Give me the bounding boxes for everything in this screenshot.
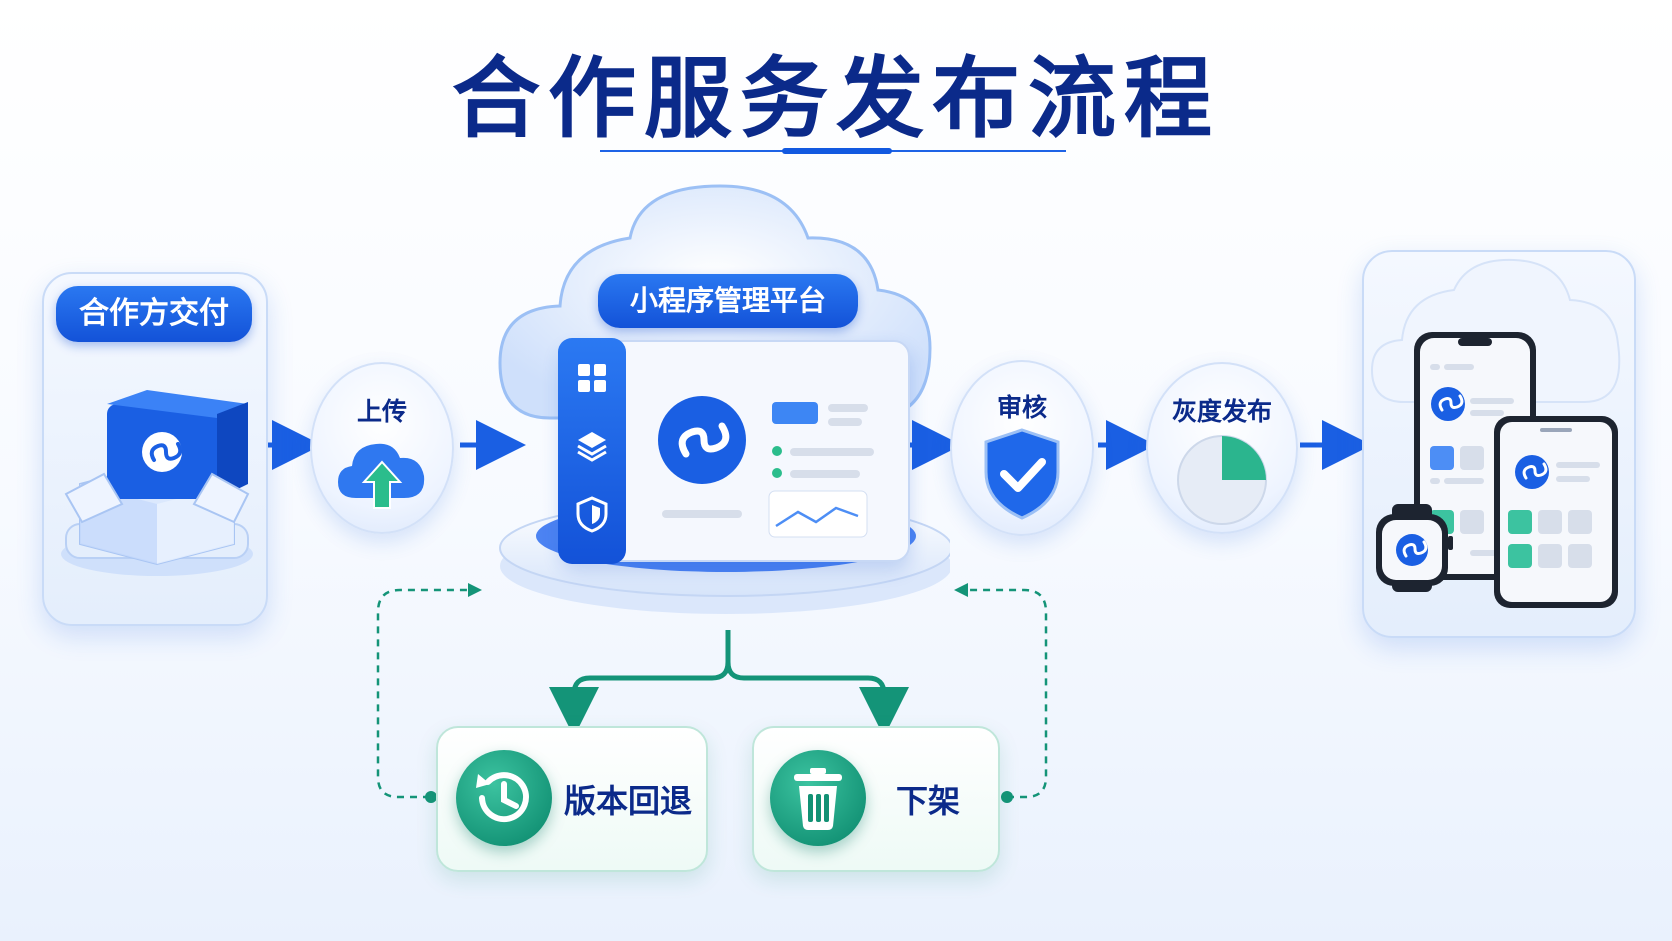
- layers-icon: [577, 432, 607, 462]
- rollback-loop-dot: [425, 791, 437, 803]
- platform-step[interactable]: 小程序管理平台: [490, 178, 950, 638]
- platform-dashboard: [558, 338, 910, 564]
- takedown-return-loop: [968, 588, 1048, 799]
- platform-label: 小程序管理平台: [598, 274, 858, 328]
- pie-progress-icon: [1177, 435, 1267, 525]
- security-shield-icon: [576, 496, 608, 533]
- shield-check-icon: [984, 428, 1060, 520]
- gray-release-step[interactable]: 灰度发布: [1146, 362, 1298, 534]
- upload-label: 上传: [356, 397, 407, 426]
- page-title: 合作服务发布流程: [451, 47, 1220, 150]
- mini-program-logo-icon: [658, 396, 746, 484]
- rollback-return-loop: [376, 588, 468, 799]
- cloud-upload-icon: [338, 443, 425, 509]
- rollback-label: 版本回退: [564, 782, 693, 820]
- rollback-action[interactable]: 版本回退: [436, 726, 708, 872]
- upload-step[interactable]: 上传: [310, 362, 454, 534]
- review-step[interactable]: 审核: [950, 360, 1094, 536]
- trash-icon: [794, 768, 842, 830]
- branch-arrows: [549, 630, 909, 737]
- gray-release-label: 灰度发布: [1171, 397, 1272, 426]
- takedown-icon-badge: [770, 750, 866, 846]
- delivery-card[interactable]: 合作方交付: [42, 272, 268, 626]
- takedown-label: 下架: [896, 782, 961, 820]
- title-underline-accent: [782, 148, 892, 154]
- takedown-action[interactable]: 下架: [752, 726, 1000, 872]
- dashboard-block: [772, 402, 818, 424]
- delivery-label: 合作方交付: [56, 286, 252, 342]
- review-label: 审核: [996, 393, 1047, 422]
- trend-chart-icon: [768, 490, 868, 538]
- devices-card: [1362, 250, 1636, 638]
- rollback-icon-badge: [456, 750, 552, 846]
- grid-apps-icon: [578, 364, 606, 392]
- history-clock-icon: [476, 772, 529, 823]
- takedown-loop-dot: [1001, 791, 1013, 803]
- dashboard-sidebar: [558, 338, 626, 564]
- package-box-icon: [61, 390, 253, 576]
- devices-icon: [1370, 258, 1621, 608]
